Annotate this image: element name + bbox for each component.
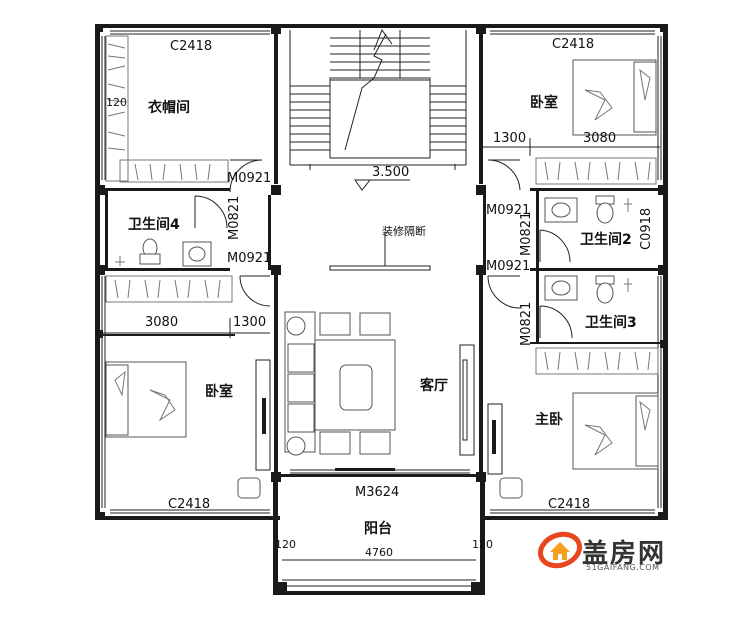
bath2: 卫生间2 C0918 M0821 M0921: [486, 195, 654, 274]
stair-arrow: [344, 33, 387, 151]
main-door-label: M3624: [355, 485, 399, 500]
balcony: 阳台 4760 120 120: [273, 480, 493, 595]
dim-3080-right: 3080: [583, 131, 616, 146]
dim-120-left-a: 120: [275, 538, 296, 551]
bedroom-sw-label: 卧室: [205, 383, 233, 400]
stair-treads-left: [290, 85, 330, 151]
armchair-1: [319, 312, 351, 336]
logo-url: 51GAIFANG.COM: [586, 563, 660, 572]
bath3: 卫生间3 M0821: [487, 275, 637, 346]
window-bath2-label: C0918: [639, 208, 654, 250]
living-room: 客厅 M3624: [284, 311, 475, 500]
toilet-icon-bath2: [596, 202, 614, 224]
window-bottom-left-label: C2418: [168, 497, 210, 512]
bedroom-ne: C2418 卧室 1300 3080 M0921: [483, 37, 660, 218]
partition-label: 装修隔断: [382, 224, 426, 238]
hangers-sw: [114, 279, 221, 299]
door-bath4: [194, 195, 228, 229]
logo-name: 盖房网: [582, 539, 667, 569]
window-bottom-right-label: C2418: [548, 497, 590, 512]
door-bath4-top-label: M0921: [227, 251, 271, 266]
interior-walls: [95, 24, 668, 477]
window-top-right-label: C2418: [552, 37, 594, 52]
door-cloak-label: M0921: [227, 171, 271, 186]
elevation-marker: [354, 179, 372, 191]
hangers-vertical: [107, 43, 126, 151]
bath3-label: 卫生间3: [585, 314, 637, 331]
house-logo-icon: [538, 531, 582, 569]
dim-1300-right: 1300: [493, 131, 526, 146]
cloakroom: 衣帽间 C2418 120 M0921: [105, 35, 271, 193]
door-ne: [487, 159, 521, 191]
hangers-horizontal: [134, 163, 211, 181]
armchair-2: [359, 312, 391, 336]
dim-balcony: 4760: [365, 546, 393, 559]
balcony-label: 阳台: [364, 520, 392, 537]
dim-120-right-a: 120: [472, 538, 493, 551]
armchair-3: [319, 431, 351, 455]
door-cloak: [229, 159, 263, 193]
door-bath2-side-label: M0821: [519, 212, 534, 256]
cloakroom-label: 衣帽间: [148, 99, 190, 116]
bath4: 卫生间4 M0821 M0921: [115, 195, 271, 267]
window-top-left-label: C2418: [170, 39, 212, 54]
break-mark: [373, 28, 393, 51]
tv-cabinet: [459, 344, 475, 456]
door-bath2-top-label: M0921: [486, 203, 530, 218]
bath2-label: 卫生间2: [580, 231, 632, 248]
armchair-4: [359, 431, 391, 455]
door-bath3-top-label: M0921: [486, 259, 530, 274]
master-label: 主卧: [535, 411, 563, 428]
living-label: 客厅: [419, 377, 448, 394]
hangers-ne: [544, 161, 651, 181]
stair-treads-right: [430, 85, 466, 151]
windows: [101, 30, 662, 514]
dim-1300-left: 1300: [233, 315, 266, 330]
bedroom-ne-label: 卧室: [530, 94, 558, 111]
door-bath3-a: [487, 275, 521, 309]
coffee-table: [339, 364, 373, 411]
master-bedroom: 主卧 C2418: [487, 347, 659, 512]
door-bath4-side-label: M0821: [227, 196, 242, 240]
door-bath3: [539, 305, 573, 339]
dim-120-top-left: 120: [106, 96, 127, 109]
dim-3080-left: 3080: [145, 315, 178, 330]
bedroom-sw: 3080 1300 卧室 C2418: [100, 275, 271, 512]
logo: [538, 530, 698, 576]
elevation-label: 3.500: [372, 165, 409, 180]
toilet-icon-bath3: [596, 282, 614, 304]
partition: 装修隔断: [329, 224, 431, 271]
bath4-label: 卫生间4: [128, 216, 180, 233]
door-sw: [239, 275, 271, 307]
stairwell: 3.500: [289, 28, 467, 191]
hangers-master: [544, 351, 651, 371]
door-bath2: [539, 229, 571, 263]
door-bath3-side-label: M0821: [519, 302, 534, 346]
